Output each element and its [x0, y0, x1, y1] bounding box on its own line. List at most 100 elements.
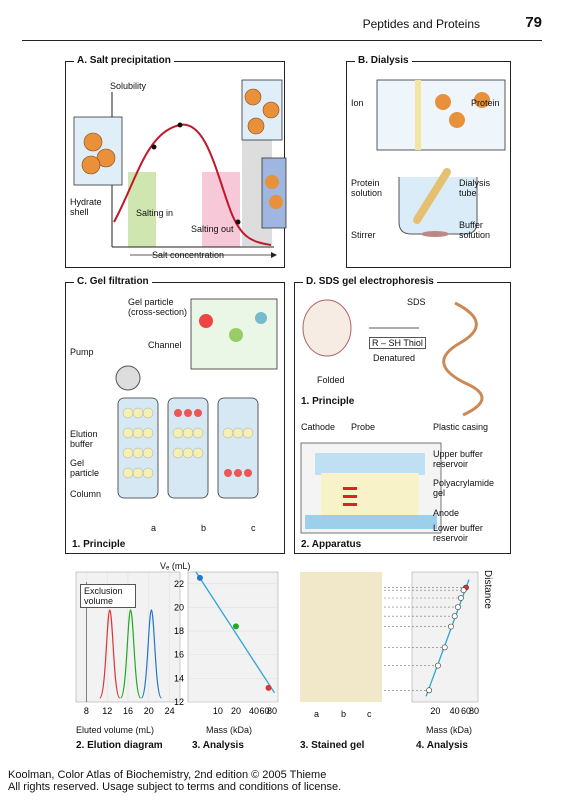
analysis-c-ytick: 18	[174, 626, 184, 636]
axis-ve: Vₑ (mL)	[160, 561, 191, 571]
caption-d4: 4. Analysis	[416, 740, 468, 751]
gel-filtration-columns	[115, 298, 278, 499]
panel-salt-precipitation: A. Salt precipitation Solubility Hydrate…	[65, 55, 287, 268]
axis-eluted-volume: Eluted volume (mL)	[76, 725, 155, 735]
sds-diagram	[300, 299, 484, 534]
label-cathode: Cathode	[301, 422, 336, 432]
analysis-c-xtick: 60	[260, 706, 270, 716]
label-polyacrylamide: Polyacrylamide gel	[433, 478, 495, 498]
column-label-a: a	[151, 523, 157, 533]
label-pump: Pump	[70, 347, 94, 357]
analysis-d-point	[457, 595, 464, 601]
axis-mass-c: Mass (kDa)	[206, 725, 253, 735]
elution-peak	[120, 609, 142, 699]
label-folded: Folded	[317, 375, 345, 385]
elution-tick-label: 16	[123, 706, 133, 716]
section-title: Peptides and Proteins	[362, 17, 480, 31]
column-label-c: c	[251, 523, 256, 533]
panel-d-title: D. SDS gel electrophoresis	[303, 276, 437, 287]
gel-lane-a: a	[314, 709, 320, 719]
label-salting-in: Salting in	[136, 208, 174, 218]
panel-gel-filtration: C. Gel filtration Gel particle (cross-se…	[65, 276, 285, 554]
analysis-d-point	[448, 623, 454, 630]
analysis-c-ytick: 20	[174, 602, 184, 612]
analysis-d-point	[441, 644, 448, 651]
analysis-c-point	[232, 623, 239, 630]
panel-b-title: B. Dialysis	[355, 55, 412, 66]
label-hydrate-shell: Hydrate shell	[70, 197, 102, 217]
elution-tick-label: 20	[144, 706, 154, 716]
label-denatured: Denatured	[373, 353, 416, 363]
copyright-footer: Koolman, Color Atlas of Biochemistry, 2n…	[8, 769, 341, 793]
label-lower-buffer: Lower buffer reservoir	[433, 523, 483, 543]
label-exclusion-volume: Exclusion volume	[80, 584, 136, 608]
label-protein: Protein	[471, 98, 500, 108]
analysis-c-ytick: 22	[174, 579, 184, 589]
label-salting-out: Salting out	[191, 224, 234, 234]
label-plastic-casing: Plastic casing	[433, 422, 489, 432]
elution-tick-label: 8	[84, 706, 89, 716]
label-probe: Probe	[351, 422, 376, 432]
axis-distance: Distance	[482, 570, 493, 609]
analysis-c-xtick: 80	[267, 706, 277, 716]
caption-d3: 3. Stained gel	[300, 740, 365, 751]
caption-c2: 2. Elution diagram	[76, 740, 163, 751]
caption-c3: 3. Analysis	[192, 740, 244, 751]
page-header: Peptides and Proteins 79	[22, 14, 542, 41]
axis-salt-concentration: Salt concentration	[152, 250, 225, 260]
dialysis-diagram	[376, 79, 506, 237]
analysis-d-xtick: 60	[461, 706, 471, 716]
elution-tick-label: 12	[102, 706, 112, 716]
label-anode: Anode	[433, 508, 460, 518]
elution-tick-label: 24	[165, 706, 175, 716]
column-label-b: b	[201, 523, 207, 533]
analysis-d-point	[435, 662, 441, 669]
panel-c-title: C. Gel filtration	[74, 276, 152, 287]
analysis-d-point	[460, 587, 467, 594]
analysis-d-point	[451, 613, 458, 620]
label-gel-particle: Gel particle	[70, 458, 100, 478]
analysis-c-ytick: 14	[174, 673, 184, 683]
analysis-c-xtick: 10	[213, 706, 223, 716]
analysis-c-xtick: 20	[231, 706, 241, 716]
axis-solubility: Solubility	[110, 81, 147, 91]
elution-peak	[99, 609, 121, 699]
analysis-c-ytick: 12	[174, 697, 184, 707]
label-channel: Channel	[148, 340, 182, 350]
label-elution-buffer: Elution buffer	[70, 429, 98, 449]
label-thiol: R – SH Thiol	[369, 337, 426, 349]
caption-d1: 1. Principle	[301, 396, 355, 407]
label-stirrer: Stirrer	[351, 230, 376, 240]
axis-mass-d: Mass (kDa)	[426, 725, 473, 735]
label-protein-solution: Protein solution	[351, 178, 383, 198]
analysis-d-xtick: 40	[450, 706, 460, 716]
label-dialysis-tube: Dialysis tube	[459, 178, 491, 198]
analysis-d-xtick: 20	[430, 706, 440, 716]
analysis-c-point	[196, 574, 203, 581]
panel-dialysis: B. Dialysis Ion Protein Protein solution…	[346, 55, 511, 268]
gel-lane-c: c	[367, 709, 372, 719]
label-buffer-solution: Buffer solution	[459, 220, 491, 240]
analysis-d-xtick: 80	[469, 706, 479, 716]
panel-a-title: A. Salt precipitation	[74, 55, 174, 66]
analysis-c-xtick: 40	[249, 706, 259, 716]
caption-d2: 2. Apparatus	[301, 539, 362, 550]
footer-line-1: Koolman, Color Atlas of Biochemistry, 2n…	[8, 769, 327, 781]
page-number: 79	[525, 14, 542, 31]
analysis-d-plot-area	[411, 571, 479, 703]
panel-sds-electrophoresis: D. SDS gel electrophoresis SDS R – SH Th…	[294, 276, 511, 554]
analysis-c-ytick: 16	[174, 650, 184, 660]
footer-line-2: All rights reserved. Usage subject to te…	[8, 781, 342, 793]
salt-precipitation-diagram	[73, 79, 287, 258]
gel-lane-b: b	[341, 709, 347, 719]
label-ion: Ion	[351, 98, 364, 108]
analysis-d-point	[426, 687, 433, 694]
elution-peak	[140, 609, 162, 699]
caption-c1: 1. Principle	[72, 539, 126, 550]
analysis-c-fit-line	[195, 571, 276, 694]
label-sds: SDS	[407, 297, 426, 307]
label-column: Column	[70, 489, 102, 499]
label-upper-buffer: Upper buffer reservoir	[433, 449, 483, 469]
